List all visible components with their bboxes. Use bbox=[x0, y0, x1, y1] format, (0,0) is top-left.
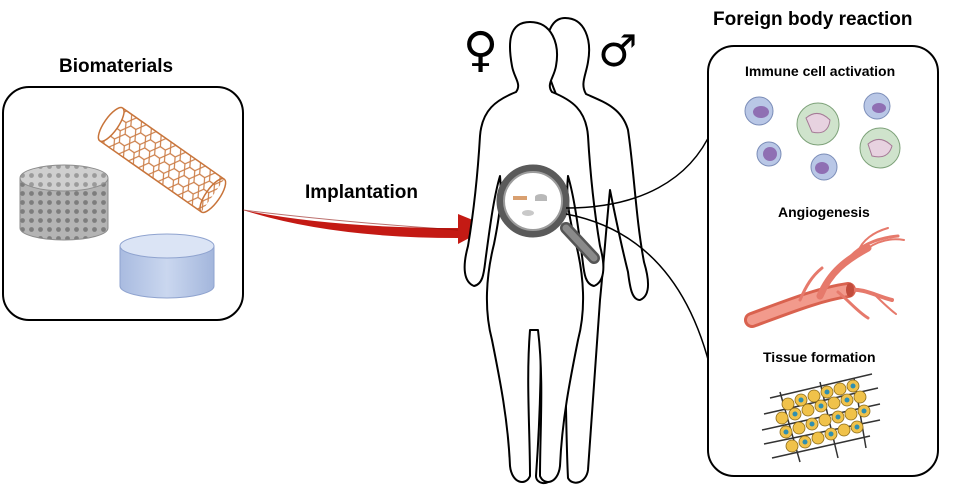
tissue-cells-icon bbox=[761, 373, 881, 463]
connector-lower bbox=[565, 213, 713, 376]
male-symbol-icon: ♂ bbox=[598, 26, 638, 77]
immune-cell-activation-label: Immune cell activation bbox=[745, 63, 896, 79]
implantation-arrow bbox=[242, 209, 490, 244]
female-symbol-icon: ♀ bbox=[463, 22, 499, 78]
tissue-formation-label: Tissue formation bbox=[763, 349, 876, 365]
implantation-label: Implantation bbox=[305, 182, 418, 203]
magnifier-icon bbox=[496, 164, 600, 264]
female-silhouette bbox=[463, 21, 605, 483]
foreign-body-reaction-title: Foreign body reaction bbox=[713, 9, 913, 30]
angiogenesis-label: Angiogenesis bbox=[778, 204, 870, 220]
blood-vessel-icon bbox=[744, 227, 905, 328]
porous-scaffold-icon bbox=[19, 164, 109, 241]
nanotube-scaffold-icon bbox=[97, 106, 227, 214]
connector-upper bbox=[565, 129, 713, 209]
hydrogel-disc-icon bbox=[119, 233, 215, 299]
immune-cells-icon bbox=[744, 92, 901, 181]
biomaterials-title: Biomaterials bbox=[59, 56, 174, 77]
